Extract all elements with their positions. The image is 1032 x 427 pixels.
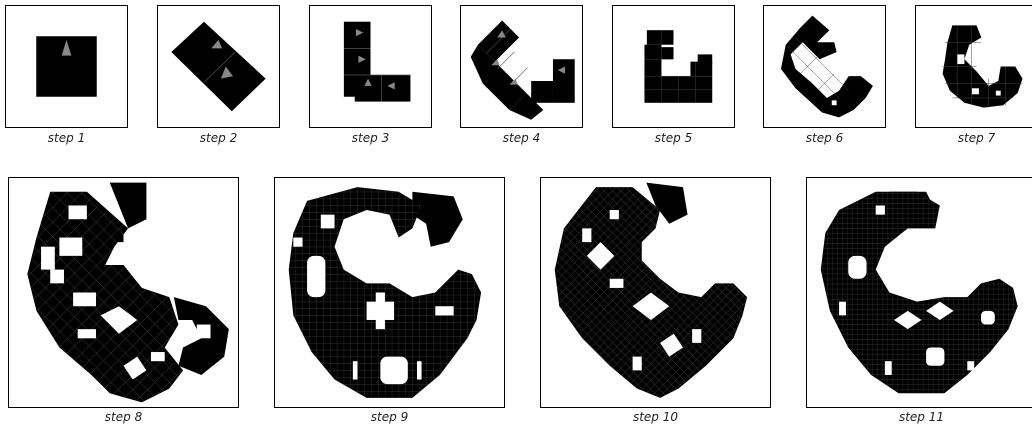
step-1-panel — [5, 5, 128, 128]
step-2-caption: step 2 — [157, 131, 280, 145]
step-1-caption: step 1 — [5, 131, 128, 145]
step-10-panel — [540, 177, 771, 408]
step-6-caption: step 6 — [763, 131, 886, 145]
step-11-drawing — [807, 178, 1032, 407]
step-6-panel — [763, 5, 886, 128]
step-4-panel — [460, 5, 583, 128]
step-7-panel — [915, 5, 1032, 128]
step-7-caption: step 7 — [915, 131, 1032, 145]
step-8-panel — [8, 177, 239, 408]
step-8-caption: step 8 — [8, 410, 239, 424]
step-4-caption: step 4 — [460, 131, 583, 145]
step-4-drawing — [461, 6, 582, 127]
step-5-panel — [612, 5, 735, 128]
step-9-drawing — [275, 178, 504, 407]
step-5-caption: step 5 — [612, 131, 735, 145]
step-9-panel — [274, 177, 505, 408]
step-9-caption: step 9 — [274, 410, 505, 424]
step-5-drawing — [613, 6, 734, 127]
step-1-drawing — [6, 6, 127, 127]
step-11-caption: step 11 — [806, 410, 1032, 424]
step-7-drawing — [916, 6, 1032, 127]
step-10-drawing — [541, 178, 770, 407]
step-2-panel — [157, 5, 280, 128]
step-3-drawing — [310, 6, 431, 127]
step-6-drawing — [764, 6, 885, 127]
step-11-panel — [806, 177, 1032, 408]
step-3-caption: step 3 — [309, 131, 432, 145]
step-3-panel — [309, 5, 432, 128]
step-10-caption: step 10 — [540, 410, 771, 424]
step-2-drawing — [158, 6, 279, 127]
step-8-drawing — [9, 178, 238, 407]
